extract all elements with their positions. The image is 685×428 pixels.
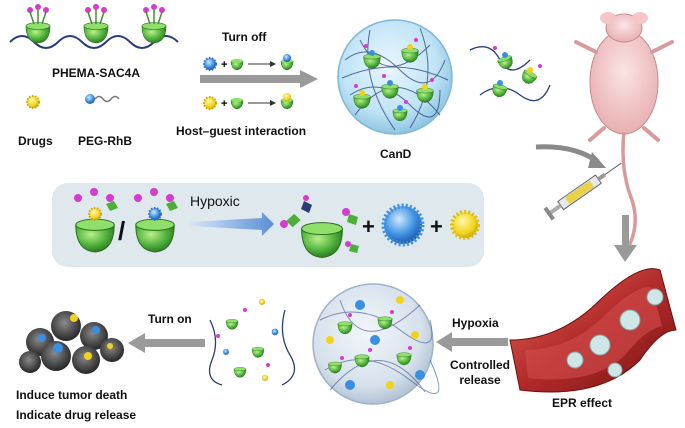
host-guest-label: Host–guest interaction xyxy=(176,124,307,138)
drug-icon xyxy=(26,95,40,109)
svg-text:+: + xyxy=(430,214,443,239)
down-arrow xyxy=(614,215,637,262)
epr-effect-label: EPR effect xyxy=(552,396,613,410)
polymer-chain xyxy=(9,4,179,49)
turn-off-label: Turn off xyxy=(222,30,267,44)
turn-on-label: Turn on xyxy=(148,312,192,326)
controlled-release-label: Controlled release xyxy=(450,358,510,387)
free-components xyxy=(208,298,296,386)
polymer-label: PHEMA-SAC4A xyxy=(52,66,141,80)
tumor-cells xyxy=(19,311,124,374)
blood-vessel xyxy=(509,268,677,393)
svg-text:/: / xyxy=(118,216,125,246)
peg-rhb-icon xyxy=(85,94,120,104)
indicate-release-label: Indicate drug release xyxy=(16,408,137,422)
mouse xyxy=(574,12,674,249)
peg-rhb-label: PEG-RhB xyxy=(78,134,132,148)
cand-fragments xyxy=(469,46,551,102)
induce-death-label: Induce tumor death xyxy=(16,388,128,402)
svg-text:+: + xyxy=(221,59,227,71)
release-arrow xyxy=(436,332,508,352)
hypoxic-label: Hypoxic xyxy=(190,193,240,209)
turn-off-arrow xyxy=(200,70,318,88)
svg-text:+: + xyxy=(362,214,375,239)
syringe xyxy=(543,162,622,221)
svg-text:+: + xyxy=(221,98,227,110)
turn-off-reactions: + + xyxy=(203,54,294,110)
cand-label: CanD xyxy=(380,147,412,161)
hypoxia-label: Hypoxia xyxy=(452,316,499,330)
injection-arrow xyxy=(535,144,606,168)
turn-on-arrow xyxy=(128,333,205,353)
hypoxic-panel-art: / + + xyxy=(74,188,480,259)
drugs-label: Drugs xyxy=(18,134,53,148)
released-nanoparticle xyxy=(312,283,440,405)
cand-nanoparticle xyxy=(337,19,453,135)
